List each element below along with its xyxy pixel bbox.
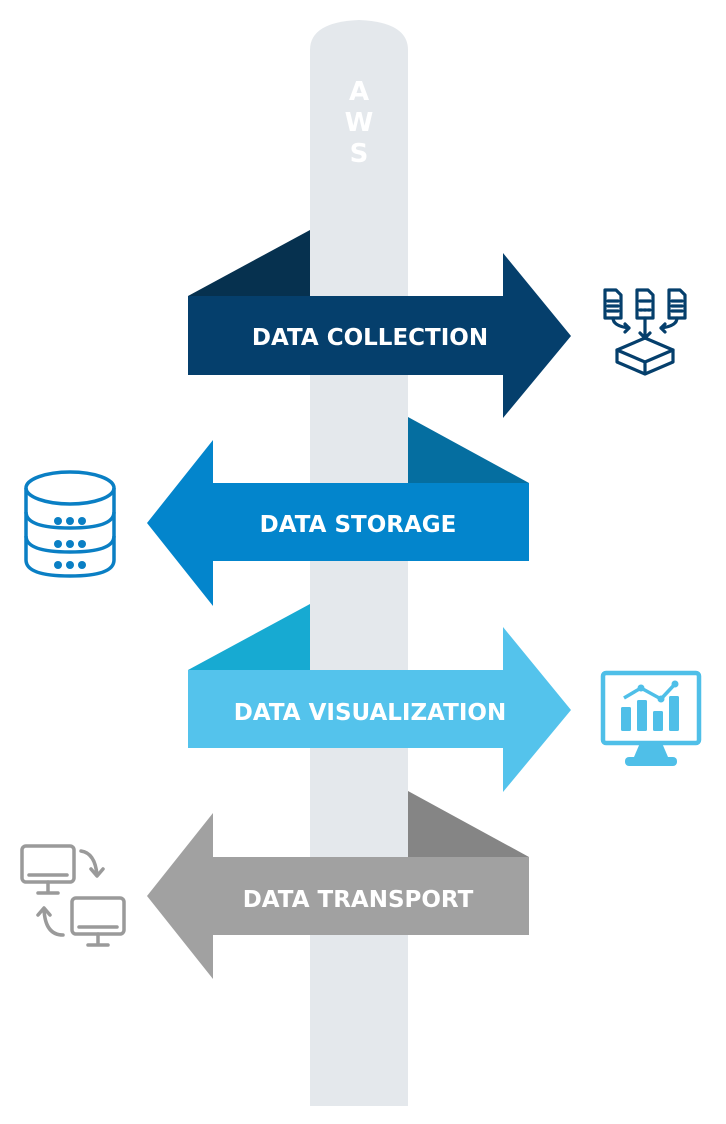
arrow-left — [147, 440, 529, 606]
documents-to-storage-icon — [603, 288, 687, 376]
stage-data-visualization: DATA VISUALIZATION — [188, 604, 571, 792]
arrow-flap — [408, 417, 529, 483]
arrow-flap — [408, 791, 529, 857]
arrow-right — [188, 253, 571, 418]
pole-letter-w: W — [345, 108, 374, 138]
arrow-flap — [188, 230, 310, 296]
aws-pole — [310, 20, 408, 1106]
stage-data-collection: DATA COLLECTION — [188, 230, 571, 418]
arrow-flap — [188, 604, 310, 670]
stage-label: DATA COLLECTION — [252, 325, 488, 351]
computers-sync-icon — [20, 844, 126, 947]
stage-data-storage: DATA STORAGE — [147, 417, 529, 606]
stage-label: DATA TRANSPORT — [243, 887, 474, 913]
arrow-right — [188, 627, 571, 792]
database-icon — [24, 470, 116, 578]
stage-data-transport: DATA TRANSPORT — [147, 791, 529, 979]
stage-label: DATA VISUALIZATION — [234, 700, 506, 726]
arrow-left — [147, 813, 529, 979]
pole-letter-a: A — [349, 77, 369, 107]
stage-label: DATA STORAGE — [260, 512, 457, 538]
monitor-chart-icon — [600, 670, 702, 766]
pole-letter-s: S — [350, 139, 369, 169]
